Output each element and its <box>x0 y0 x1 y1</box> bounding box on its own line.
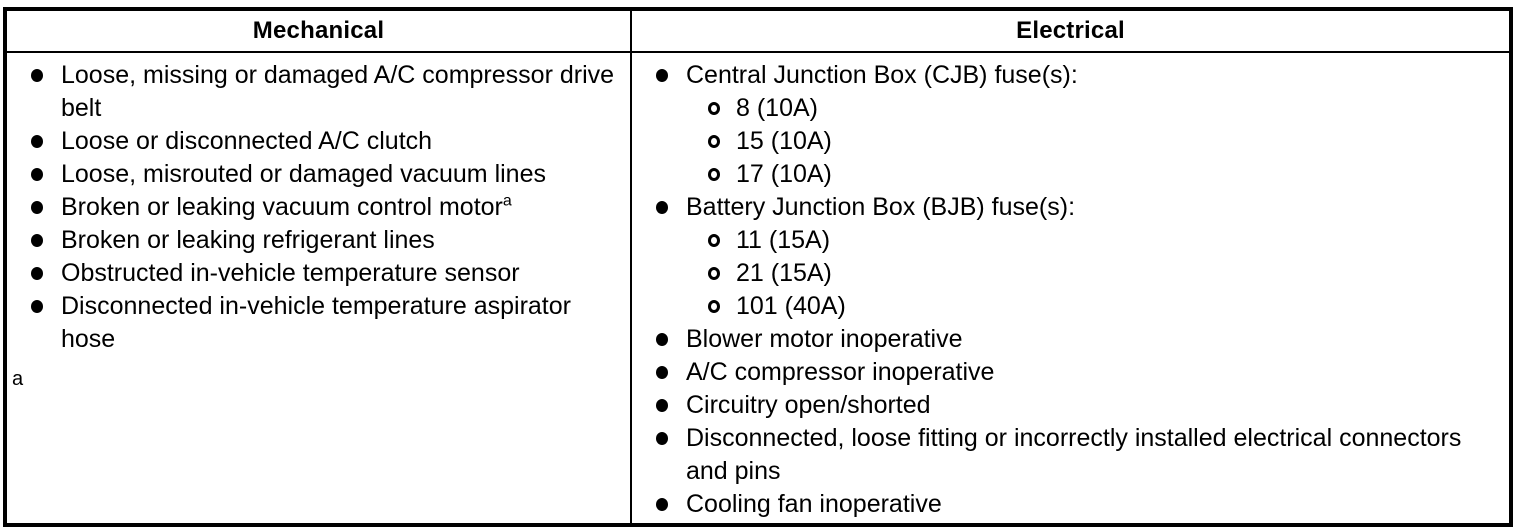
list-item: Loose or disconnected A/C clutch <box>7 125 630 158</box>
list-item: Broken or leaking vacuum control motora <box>7 191 630 224</box>
list-item-text: Obstructed in-vehicle temperature sensor <box>61 259 520 287</box>
circle-bullet-icon <box>708 290 736 323</box>
list-item: Central Junction Box (CJB) fuse(s): <box>632 59 1509 92</box>
list-item-text: Central Junction Box (CJB) fuse(s): <box>686 61 1078 89</box>
symptom-table: Mechanical Electrical Loose, missing or … <box>3 7 1513 527</box>
list-item-text: Cooling fan inoperative <box>686 490 942 518</box>
list-item-text: Disconnected, loose fitting or incorrect… <box>686 424 1462 485</box>
list-item-text-main: Broken or leaking vacuum control motor <box>61 193 503 221</box>
circle-bullet-icon <box>708 92 736 125</box>
bullet-icon <box>656 191 686 224</box>
list-item-text: Circuitry open/shorted <box>686 391 931 419</box>
list-item: Obstructed in-vehicle temperature sensor <box>7 257 630 290</box>
circle-bullet-icon <box>708 125 736 158</box>
bullet-icon <box>656 356 686 389</box>
electrical-body-cell: Central Junction Box (CJB) fuse(s): 8 (1… <box>632 53 1509 523</box>
list-item: Cooling fan inoperative <box>632 488 1509 521</box>
list-item-text: Broken or leaking refrigerant lines <box>61 226 435 254</box>
bullet-icon <box>656 488 686 521</box>
footnote-reference: a <box>502 192 512 210</box>
circle-bullet-icon <box>708 224 736 257</box>
list-item-text: Loose, misrouted or damaged vacuum lines <box>61 160 546 188</box>
list-item: Broken or leaking refrigerant lines <box>7 224 630 257</box>
electrical-header-label: Electrical <box>1016 17 1125 44</box>
mechanical-header-cell: Mechanical <box>7 11 632 53</box>
sub-list-item: 15 (10A) <box>632 125 1509 158</box>
list-item-text: A/C compressor inoperative <box>686 358 995 386</box>
sub-list-item-text: 8 (10A) <box>736 94 818 122</box>
sub-list-item: 21 (15A) <box>632 257 1509 290</box>
circle-bullet-icon <box>708 257 736 290</box>
sub-list-item-text: 15 (10A) <box>736 127 832 155</box>
sub-list-item: 17 (10A) <box>632 158 1509 191</box>
electrical-list: Central Junction Box (CJB) fuse(s): 8 (1… <box>632 59 1509 521</box>
footnote-marker: a <box>12 368 24 390</box>
bullet-icon <box>656 323 686 356</box>
list-item-text: Blower motor inoperative <box>686 325 963 353</box>
mechanical-body-cell: Loose, missing or damaged A/C compressor… <box>7 53 632 523</box>
list-item: Blower motor inoperative <box>632 323 1509 356</box>
sub-list-item: 11 (15A) <box>632 224 1509 257</box>
list-item: Loose, missing or damaged A/C compressor… <box>7 59 630 125</box>
bullet-icon <box>31 257 61 290</box>
sub-list-item-text: 101 (40A) <box>736 292 846 320</box>
bullet-icon <box>656 422 686 455</box>
bullet-icon <box>31 224 61 257</box>
sub-list-item-text: 17 (10A) <box>736 160 832 188</box>
list-item-text: Loose, missing or damaged A/C compressor… <box>61 61 615 122</box>
sub-list-item-text: 21 (15A) <box>736 259 832 287</box>
list-item: Loose, misrouted or damaged vacuum lines <box>7 158 630 191</box>
circle-bullet-icon <box>708 158 736 191</box>
electrical-header-cell: Electrical <box>632 11 1509 53</box>
sub-list-item: 101 (40A) <box>632 290 1509 323</box>
list-item: Circuitry open/shorted <box>632 389 1509 422</box>
bullet-icon <box>656 59 686 92</box>
list-item: Disconnected in-vehicle temperature aspi… <box>7 290 630 356</box>
list-item: Battery Junction Box (BJB) fuse(s): <box>632 191 1509 224</box>
bullet-icon <box>31 59 61 92</box>
list-item: Disconnected, loose fitting or incorrect… <box>632 422 1509 488</box>
sub-list-item: 8 (10A) <box>632 92 1509 125</box>
mechanical-header-label: Mechanical <box>252 17 385 44</box>
list-item-text: Battery Junction Box (BJB) fuse(s): <box>686 193 1076 221</box>
bullet-icon <box>31 191 61 224</box>
sub-list-item-text: 11 (15A) <box>736 226 831 254</box>
bullet-icon <box>656 389 686 422</box>
bullet-icon <box>31 290 61 323</box>
list-item: A/C compressor inoperative <box>632 356 1509 389</box>
list-item-text: Loose or disconnected A/C clutch <box>61 127 433 155</box>
list-item-text: Broken or leaking vacuum control motora <box>61 191 512 224</box>
bullet-icon <box>31 158 61 191</box>
list-item-text: Disconnected in-vehicle temperature aspi… <box>61 292 571 353</box>
mechanical-list: Loose, missing or damaged A/C compressor… <box>7 59 630 356</box>
bullet-icon <box>31 125 61 158</box>
